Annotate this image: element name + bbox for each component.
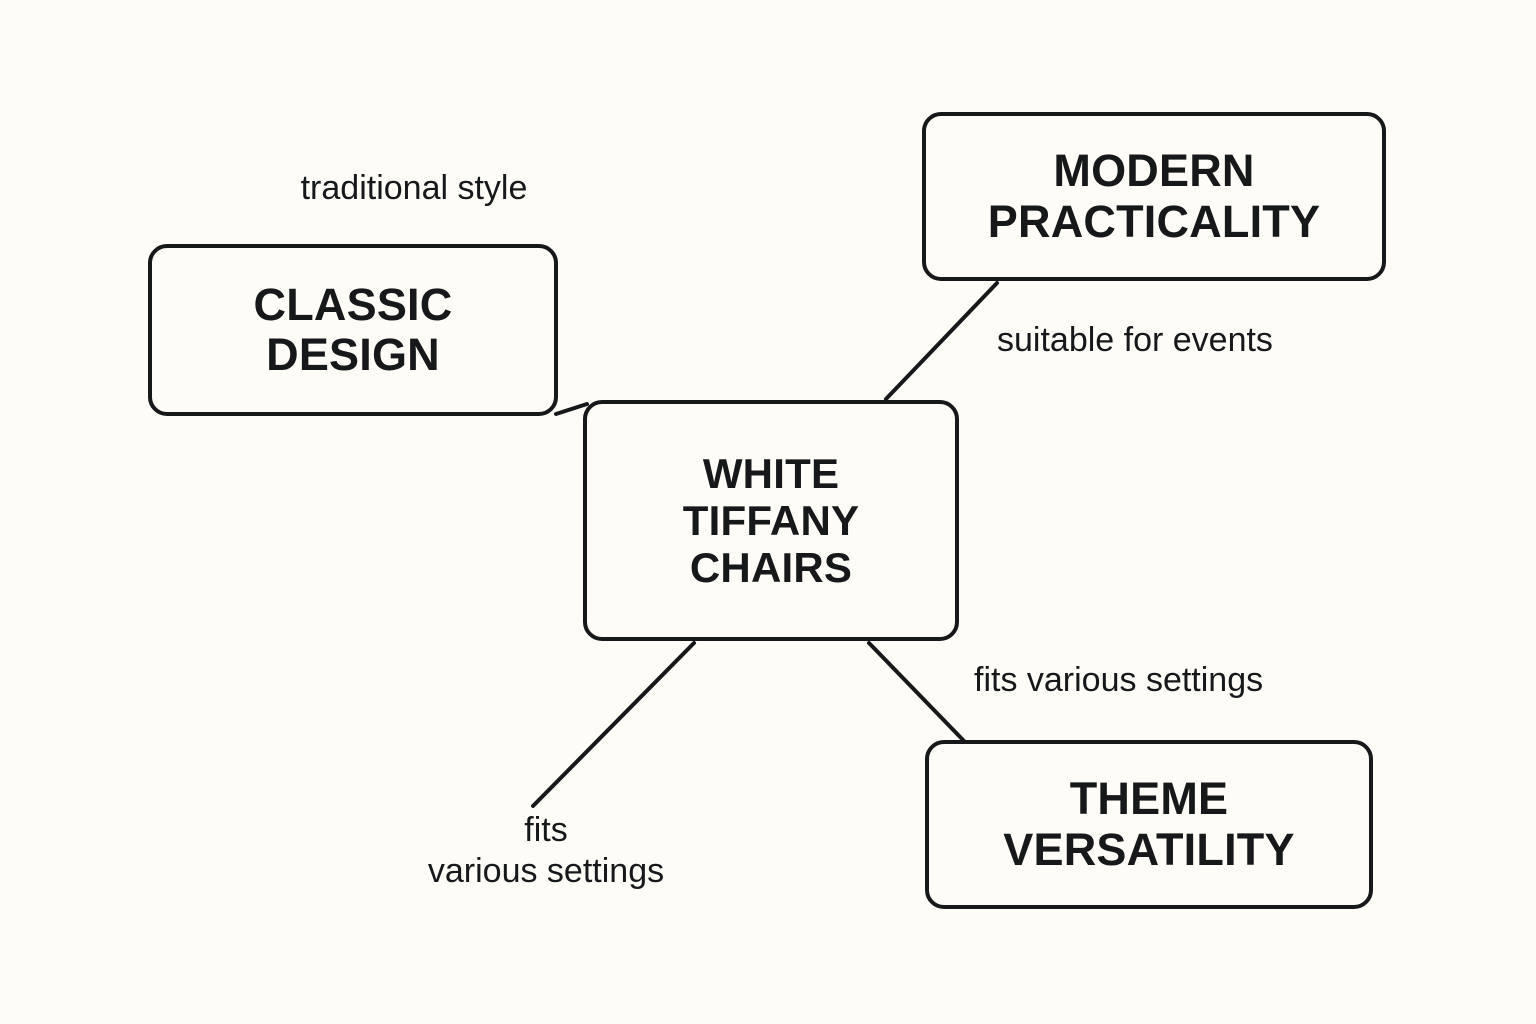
node-classic-design-label: CLASSIC DESIGN [253, 278, 453, 380]
node-theme-versatility-label: THEME VERSATILITY [1003, 773, 1295, 875]
node-modern-practicality[interactable]: MODERN PRACTICALITY [922, 112, 1386, 281]
edge-label-suitable-for-events: suitable for events [997, 321, 1273, 359]
connector-center-to-modern-practicality [884, 281, 999, 401]
connector-center-to-bottom-label [531, 641, 696, 808]
node-theme-versatility[interactable]: THEME VERSATILITY [925, 740, 1373, 909]
edge-label-fits-various-settings-bottom: fits various settings [427, 811, 665, 891]
node-white-tiffany-chairs-label: WHITE TIFFANY CHAIRS [682, 449, 860, 592]
node-white-tiffany-chairs[interactable]: WHITE TIFFANY CHAIRS [583, 400, 959, 641]
node-classic-design[interactable]: CLASSIC DESIGN [148, 244, 558, 416]
edge-label-fits-various-settings-right: fits various settings [974, 661, 1264, 699]
connector-center-to-theme-versatility [867, 641, 966, 743]
node-modern-practicality-label: MODERN PRACTICALITY [987, 145, 1321, 247]
edge-label-traditional-style: traditional style [300, 169, 528, 207]
connector-center-to-classic-design [554, 402, 589, 416]
